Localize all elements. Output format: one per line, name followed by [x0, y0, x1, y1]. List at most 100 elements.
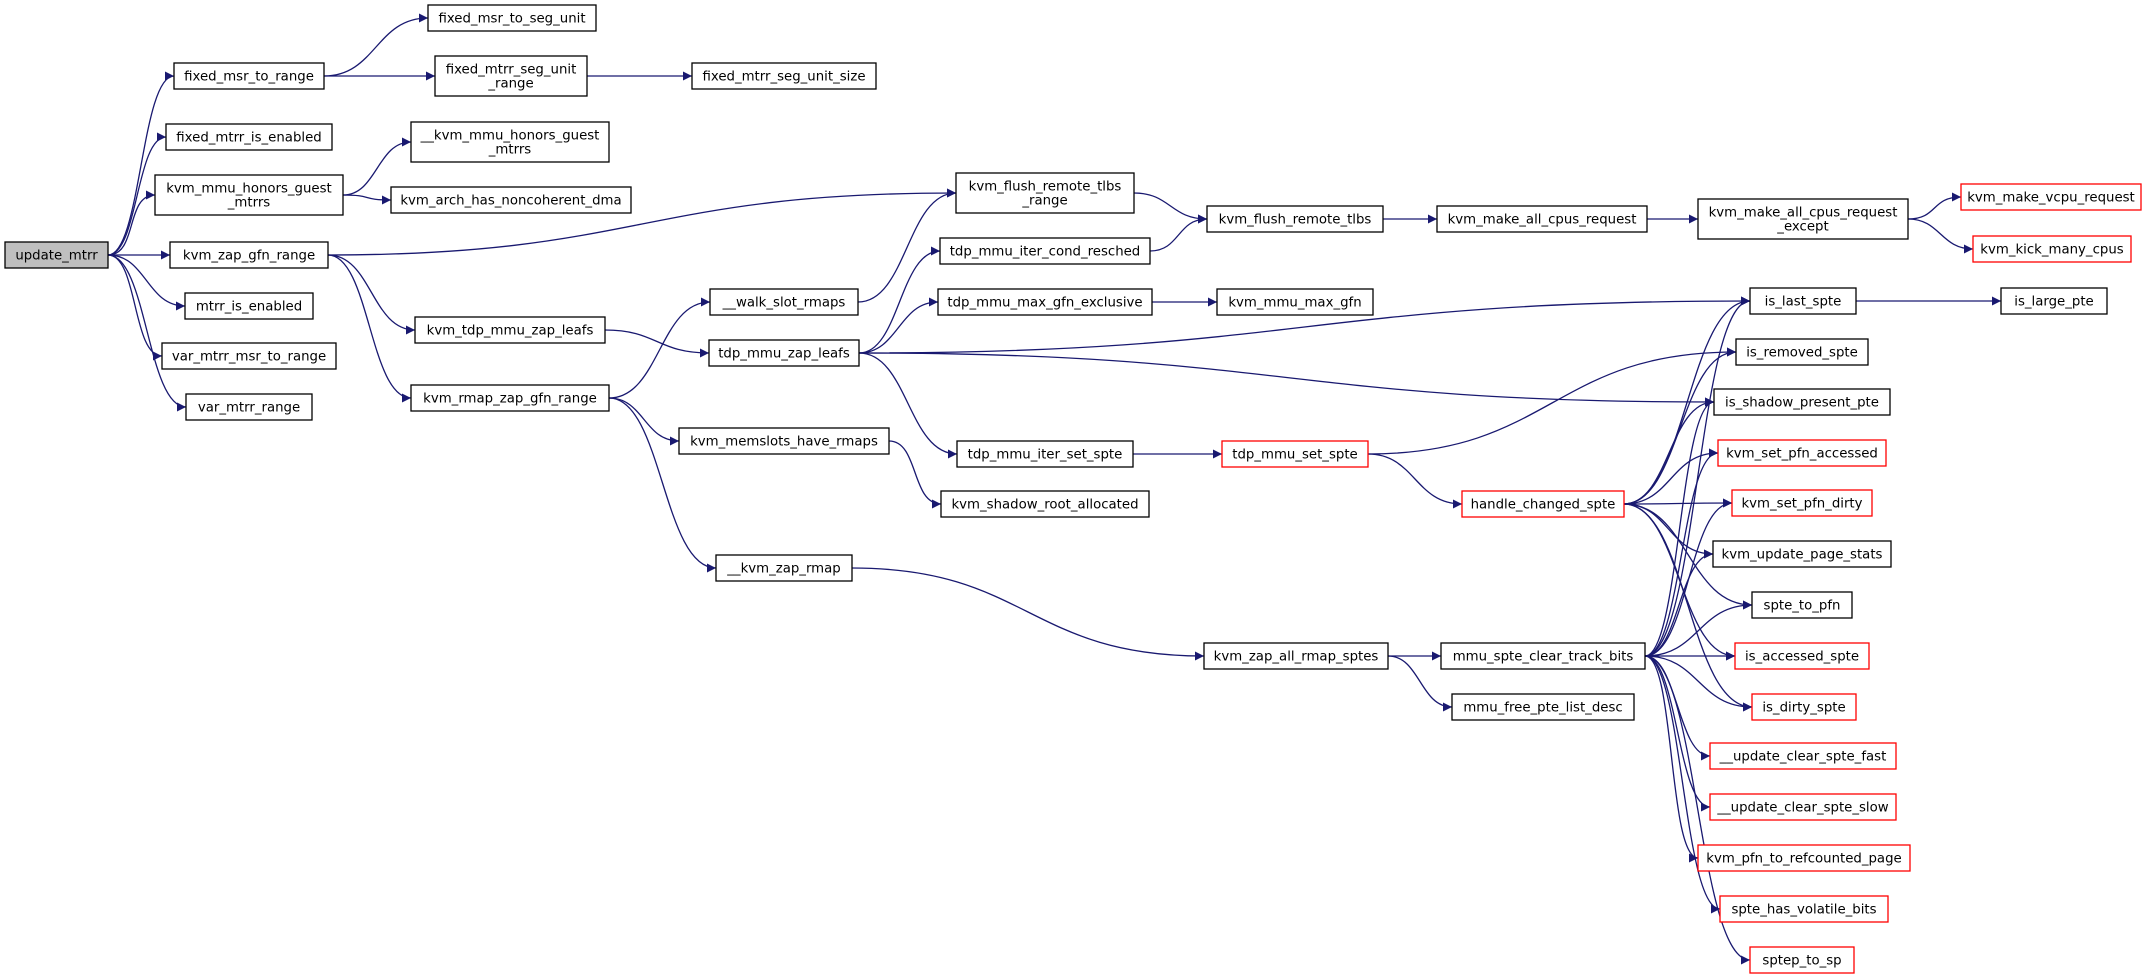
function-node-is_accessed_spte[interactable]: is_accessed_spte: [1734, 642, 1870, 670]
function-node-kvm_tdp_mmu_zap_leafs[interactable]: kvm_tdp_mmu_zap_leafs: [414, 316, 606, 344]
node-box: [1712, 540, 1892, 568]
node-label: is_last_spte: [1765, 295, 1842, 310]
function-node-is_large_pte[interactable]: is_large_pte: [2000, 287, 2108, 315]
node-box: [940, 490, 1150, 518]
function-node-mtrr_is_enabled[interactable]: mtrr_is_enabled: [184, 292, 314, 320]
function-node-kvm_flush_remote_tlbs[interactable]: kvm_flush_remote_tlbs: [1206, 205, 1384, 233]
function-node-kvm_rmap_zap_gfn_range[interactable]: kvm_rmap_zap_gfn_range: [410, 384, 610, 412]
function-node-fixed_mtrr_seg_unit_range[interactable]: fixed_mtrr_seg_unit_range: [434, 55, 588, 97]
call-edge-fixed_msr_to_range-to-fixed_msr_to_seg_unit: [323, 13, 429, 77]
node-box: [1735, 338, 1869, 366]
node-label: kvm_zap_gfn_range: [183, 249, 315, 264]
call-edge-mmu_spte_clear_track_bits-to-spte_has_volatile_bits: [1644, 655, 1721, 914]
function-node-update_mtrr[interactable]: update_mtrr: [4, 241, 109, 269]
node-box: [715, 554, 853, 582]
function-node-kvm_memslots_have_rmaps[interactable]: kvm_memslots_have_rmaps: [678, 427, 890, 455]
function-node-fixed_mtrr_seg_unit_size[interactable]: fixed_mtrr_seg_unit_size: [691, 62, 877, 90]
call-edge-kvm_make_all_cpus_request_except-to-kvm_make_vcpu_request: [1907, 192, 1962, 220]
node-label: spte_to_pfn: [1764, 599, 1841, 614]
node-label: fixed_mtrr_is_enabled: [176, 131, 321, 146]
node-box: [1461, 490, 1625, 518]
call-edge-kvm_memslots_have_rmaps-to-kvm_shadow_root_allocated: [888, 440, 942, 509]
function-node-tdp_mmu_set_spte[interactable]: tdp_mmu_set_spte: [1221, 440, 1369, 468]
node-label: mtrr_is_enabled: [196, 300, 302, 315]
node-box: [1216, 288, 1374, 316]
call-edge-update_mtrr-to-var_mtrr_range: [107, 254, 187, 412]
node-box: [173, 62, 325, 90]
function-node-kvm_zap_all_rmap_sptes[interactable]: kvm_zap_all_rmap_sptes: [1203, 642, 1389, 670]
function-node-kvm_update_page_stats[interactable]: kvm_update_page_stats: [1712, 540, 1892, 568]
function-node-kvm_zap_gfn_range[interactable]: kvm_zap_gfn_range: [169, 241, 329, 269]
function-node-tdp_mmu_iter_cond_resched[interactable]: tdp_mmu_iter_cond_resched: [939, 237, 1151, 265]
function-node-spte_has_volatile_bits[interactable]: spte_has_volatile_bits: [1719, 895, 1889, 923]
call-edge-__walk_slot_rmaps-to-kvm_flush_remote_tlbs_range: [857, 188, 957, 303]
function-node-tdp_mmu_iter_set_spte[interactable]: tdp_mmu_iter_set_spte: [956, 440, 1134, 468]
function-node-kvm_mmu_honors_guest_mtrrs[interactable]: kvm_mmu_honors_guest_mtrrs: [154, 174, 344, 216]
function-node-fixed_msr_to_seg_unit[interactable]: fixed_msr_to_seg_unit: [427, 4, 597, 32]
function-node-tdp_mmu_max_gfn_exclusive[interactable]: tdp_mmu_max_gfn_exclusive: [937, 288, 1153, 316]
node-label: var_mtrr_msr_to_range: [172, 350, 326, 365]
node-box: [678, 427, 890, 455]
function-node-kvm_make_all_cpus_request[interactable]: kvm_make_all_cpus_request: [1436, 205, 1648, 233]
node-label: __kvm_mmu_honors_guest: [420, 129, 600, 144]
node-label: kvm_make_all_cpus_request: [1709, 206, 1898, 221]
function-node-is_dirty_spte[interactable]: is_dirty_spte: [1751, 693, 1857, 721]
function-node-__update_clear_spte_slow[interactable]: __update_clear_spte_slow: [1709, 793, 1897, 821]
function-node-kvm_set_pfn_dirty[interactable]: kvm_set_pfn_dirty: [1731, 489, 1873, 517]
function-node-mmu_spte_clear_track_bits[interactable]: mmu_spte_clear_track_bits: [1440, 642, 1646, 670]
node-label: kvm_kick_many_cpus: [1980, 243, 2123, 258]
function-node-fixed_mtrr_is_enabled[interactable]: fixed_mtrr_is_enabled: [165, 123, 333, 151]
node-label: tdp_mmu_max_gfn_exclusive: [947, 296, 1142, 311]
call-edge-tdp_mmu_zap_leafs-to-tdp_mmu_iter_cond_resched: [858, 246, 941, 354]
function-node-__walk_slot_rmaps[interactable]: __walk_slot_rmaps: [709, 288, 859, 316]
node-box: [185, 393, 313, 421]
node-box: [414, 316, 606, 344]
node-label: __walk_slot_rmaps: [722, 296, 846, 311]
node-box: [410, 384, 610, 412]
function-node-fixed_msr_to_range[interactable]: fixed_msr_to_range: [173, 62, 325, 90]
function-node-is_shadow_present_pte[interactable]: is_shadow_present_pte: [1713, 388, 1891, 416]
function-node-kvm_arch_has_noncoherent_dma[interactable]: kvm_arch_has_noncoherent_dma: [390, 186, 632, 214]
function-node-handle_changed_spte[interactable]: handle_changed_spte: [1461, 490, 1625, 518]
function-node-is_last_spte[interactable]: is_last_spte: [1749, 287, 1857, 315]
node-box: [937, 288, 1153, 316]
function-node-tdp_mmu_zap_leafs[interactable]: tdp_mmu_zap_leafs: [708, 339, 860, 367]
call-edge-kvm_zap_gfn_range-to-kvm_flush_remote_tlbs_range: [327, 188, 957, 256]
function-node-is_removed_spte[interactable]: is_removed_spte: [1735, 338, 1869, 366]
node-box: [691, 62, 877, 90]
function-node-__kvm_mmu_honors_guest_mtrrs[interactable]: __kvm_mmu_honors_guest_mtrrs: [410, 121, 610, 163]
call-edge-mmu_spte_clear_track_bits-to-kvm_update_page_stats: [1644, 549, 1714, 657]
function-node-__update_clear_spte_fast[interactable]: __update_clear_spte_fast: [1709, 742, 1897, 770]
node-label: kvm_set_pfn_accessed: [1726, 447, 1878, 462]
node-box: [1731, 489, 1873, 517]
node-label: _mtrrs: [227, 196, 271, 211]
node-label: sptep_to_sp: [1762, 954, 1841, 969]
function-node-kvm_flush_remote_tlbs_range[interactable]: kvm_flush_remote_tlbs_range: [955, 172, 1135, 214]
call-edge-handle_changed_spte-to-is_shadow_present_pte: [1623, 397, 1715, 505]
node-box: [939, 237, 1151, 265]
function-node-var_mtrr_range[interactable]: var_mtrr_range: [185, 393, 313, 421]
function-node-kvm_kick_many_cpus[interactable]: kvm_kick_many_cpus: [1972, 235, 2132, 263]
node-label: _except: [1776, 220, 1828, 235]
call-edge-kvm_make_all_cpus_request_except-to-kvm_kick_many_cpus: [1907, 218, 1974, 254]
function-node-__kvm_zap_rmap[interactable]: __kvm_zap_rmap: [715, 554, 853, 582]
node-box: [709, 288, 859, 316]
function-node-sptep_to_sp[interactable]: sptep_to_sp: [1749, 946, 1855, 974]
function-node-kvm_make_vcpu_request[interactable]: kvm_make_vcpu_request: [1960, 183, 2142, 211]
function-node-kvm_shadow_root_allocated[interactable]: kvm_shadow_root_allocated: [940, 490, 1150, 518]
node-box: [184, 292, 314, 320]
function-node-kvm_pfn_to_refcounted_page[interactable]: kvm_pfn_to_refcounted_page: [1697, 844, 1911, 872]
call-edge-kvm_zap_gfn_range-to-kvm_rmap_zap_gfn_range: [327, 254, 412, 403]
function-node-spte_to_pfn[interactable]: spte_to_pfn: [1751, 591, 1853, 619]
function-node-kvm_set_pfn_accessed[interactable]: kvm_set_pfn_accessed: [1717, 439, 1887, 467]
node-label: kvm_set_pfn_dirty: [1741, 497, 1862, 512]
function-node-var_mtrr_msr_to_range[interactable]: var_mtrr_msr_to_range: [161, 342, 337, 370]
node-box: [434, 55, 588, 97]
function-node-mmu_free_pte_list_desc[interactable]: mmu_free_pte_list_desc: [1451, 693, 1635, 721]
node-box: [1206, 205, 1384, 233]
function-node-kvm_mmu_max_gfn[interactable]: kvm_mmu_max_gfn: [1216, 288, 1374, 316]
node-box: [165, 123, 333, 151]
function-node-kvm_make_all_cpus_request_except[interactable]: kvm_make_all_cpus_request_except: [1697, 198, 1909, 240]
call-edge-handle_changed_spte-to-is_dirty_spte: [1623, 503, 1753, 712]
